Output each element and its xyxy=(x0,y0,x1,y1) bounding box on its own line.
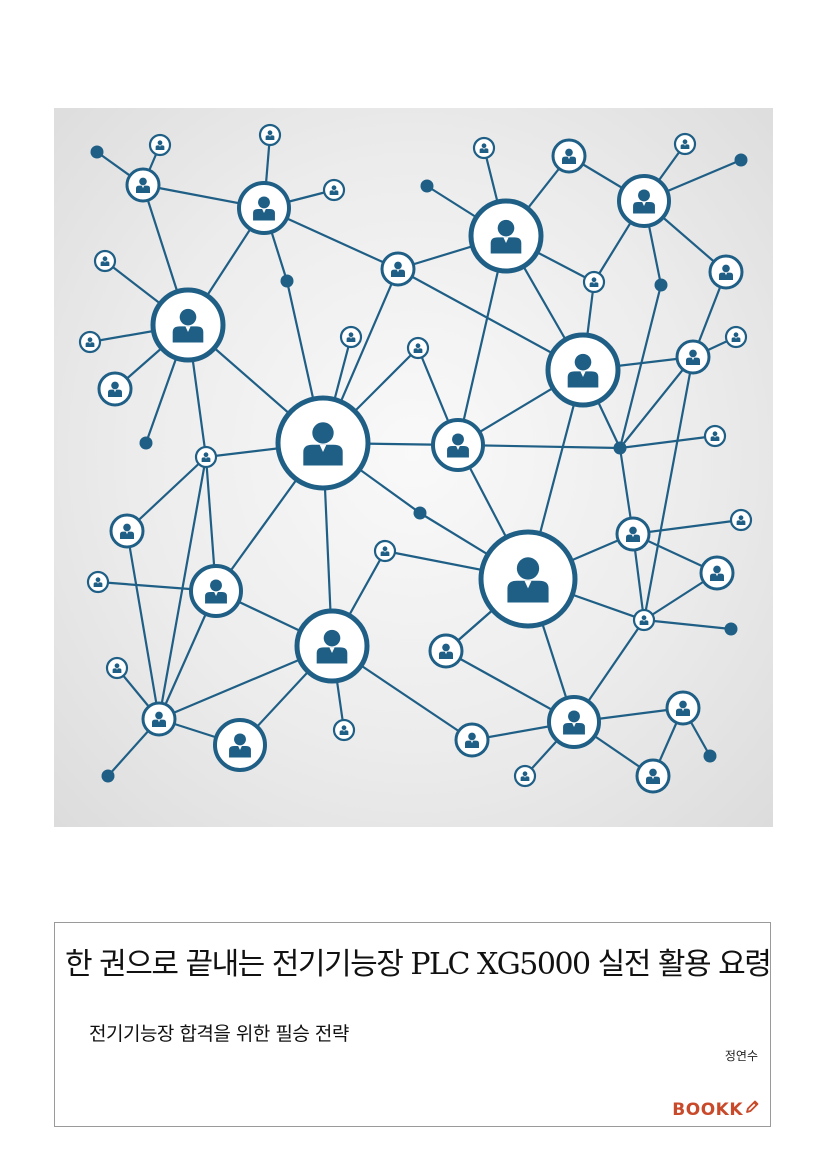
title-box: 한 권으로 끝내는 전기기능장 PLC XG5000 실전 활용 요령 전기기능… xyxy=(54,922,772,1127)
network-link xyxy=(642,355,695,622)
network-dot xyxy=(101,769,115,783)
book-title: 한 권으로 끝내는 전기기능장 PLC XG5000 실전 활용 요령 xyxy=(65,947,772,982)
network-dot xyxy=(724,622,738,636)
person-node-icon xyxy=(373,539,397,563)
network-dot xyxy=(703,749,717,763)
person-node-icon xyxy=(708,254,744,290)
person-node-icon xyxy=(635,758,671,794)
person-node-icon xyxy=(339,325,363,349)
network-dot xyxy=(420,179,434,193)
cover-network-illustration xyxy=(54,108,773,827)
person-node-icon xyxy=(729,508,753,532)
network-dot xyxy=(654,278,668,292)
person-node-icon xyxy=(93,249,117,273)
person-node-icon xyxy=(125,167,161,203)
book-subtitle: 전기기능장 합격을 위한 필승 전략 xyxy=(89,1023,349,1045)
person-node-icon xyxy=(615,516,651,552)
network-dot xyxy=(90,145,104,159)
publisher-name: BOOKK xyxy=(672,1099,743,1120)
network-link xyxy=(456,443,622,450)
person-node-icon xyxy=(582,270,606,294)
network-dot xyxy=(734,153,748,167)
person-node-icon xyxy=(86,570,110,594)
person-node-icon xyxy=(406,336,430,360)
person-node-icon xyxy=(332,718,356,742)
person-node-icon xyxy=(431,418,485,472)
person-node-icon xyxy=(275,395,371,491)
network-link xyxy=(642,618,733,631)
person-node-icon xyxy=(699,555,735,591)
person-node-icon xyxy=(213,718,267,772)
person-node-icon xyxy=(97,371,133,407)
pen-icon xyxy=(744,1099,760,1120)
network-link xyxy=(631,518,743,536)
publisher-logo: BOOKK xyxy=(672,1099,760,1120)
author-name: 정연수 xyxy=(724,1049,758,1063)
person-node-icon xyxy=(148,133,172,157)
network-link xyxy=(618,355,695,450)
person-node-icon xyxy=(551,138,587,174)
network-dot xyxy=(280,274,294,288)
person-node-icon xyxy=(545,332,621,408)
person-node-icon xyxy=(673,132,697,156)
person-node-icon xyxy=(105,656,129,680)
person-node-icon xyxy=(322,178,346,202)
person-node-icon xyxy=(194,445,218,469)
person-node-icon xyxy=(513,764,537,788)
person-node-icon xyxy=(617,174,671,228)
network-link xyxy=(125,455,208,533)
person-node-icon xyxy=(150,287,226,363)
network-dot xyxy=(613,441,627,455)
person-node-icon xyxy=(380,251,416,287)
person-node-icon xyxy=(724,325,748,349)
network-link xyxy=(157,455,208,721)
person-node-icon xyxy=(478,529,578,629)
person-node-icon xyxy=(237,181,291,235)
network-link xyxy=(618,434,717,450)
person-node-icon xyxy=(547,695,601,749)
people-network-graphic xyxy=(78,123,753,794)
person-node-icon xyxy=(454,722,490,758)
person-node-icon xyxy=(141,701,177,737)
person-node-icon xyxy=(632,608,656,632)
person-node-icon xyxy=(468,198,544,274)
person-node-icon xyxy=(109,513,145,549)
person-node-icon xyxy=(78,330,102,354)
network-dot xyxy=(413,506,427,520)
person-node-icon xyxy=(258,123,282,147)
person-node-icon xyxy=(675,339,711,375)
person-node-icon xyxy=(665,690,701,726)
network-link xyxy=(125,529,161,721)
person-node-icon xyxy=(189,564,243,618)
person-node-icon xyxy=(472,136,496,160)
person-node-icon xyxy=(428,633,464,669)
network-dot xyxy=(139,436,153,450)
person-node-icon xyxy=(294,608,370,684)
network-link xyxy=(618,283,663,450)
person-node-icon xyxy=(703,424,727,448)
